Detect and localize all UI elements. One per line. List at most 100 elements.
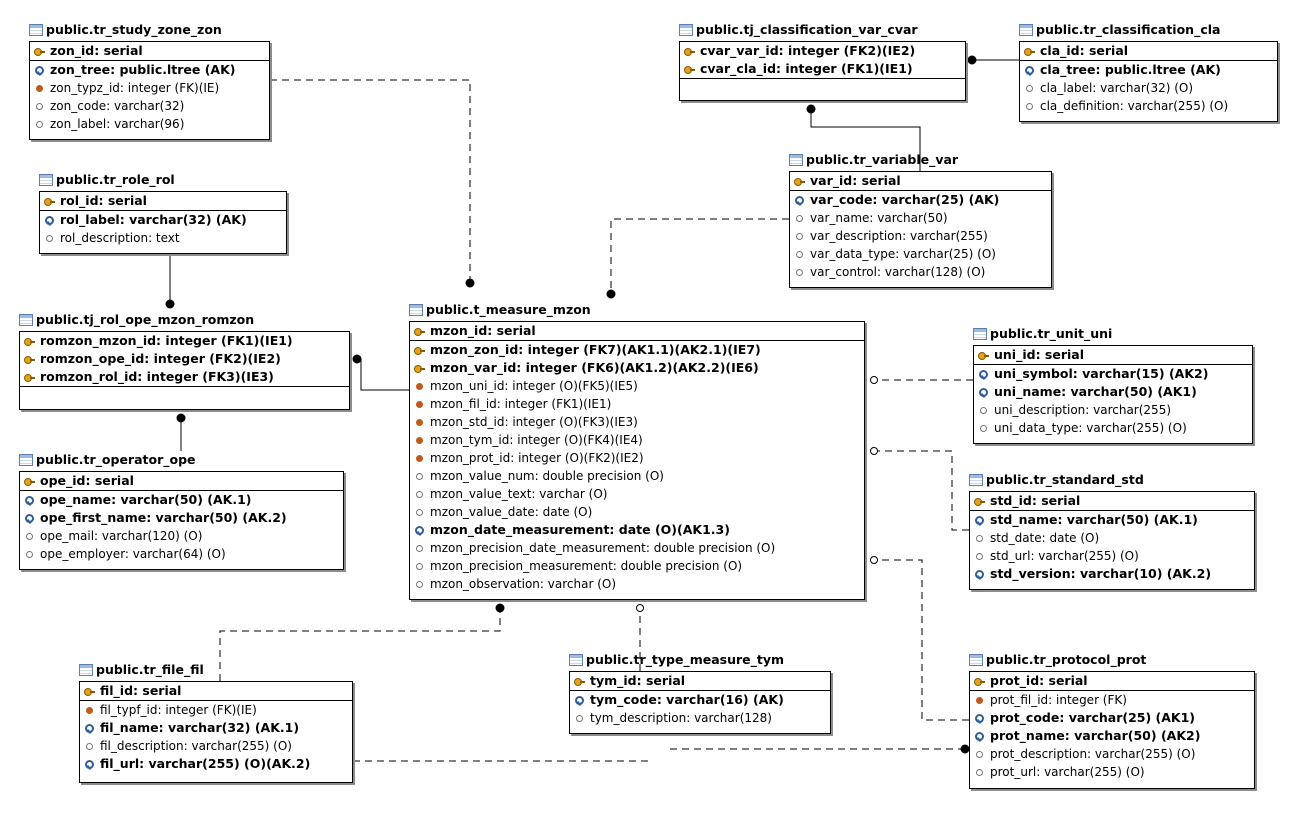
column-row: tym_description: varchar(128) <box>570 709 830 727</box>
column-text: fil_url: varchar(255) (O)(AK.2) <box>100 756 311 771</box>
column-row: mzon_observation: varchar (O) <box>410 575 864 593</box>
table-title: public.tr_standard_std <box>969 471 1144 489</box>
table-icon <box>19 454 33 466</box>
column-text: std_name: varchar(50) (AK.1) <box>990 512 1198 527</box>
column-row: fil_description: varchar(255) (O) <box>80 737 352 755</box>
primary-key-icon <box>34 46 45 57</box>
table-title: public.tr_operator_ope <box>19 451 196 469</box>
column-text: fil_description: varchar(255) (O) <box>100 739 292 753</box>
primary-key-icon <box>414 363 425 374</box>
cardinality-dot <box>495 603 505 613</box>
column-row: var_name: varchar(50) <box>790 209 1051 227</box>
table-icon <box>679 24 693 36</box>
table-title: public.tr_unit_uni <box>973 325 1112 343</box>
relationship-line <box>219 608 501 681</box>
relationship-line <box>270 79 471 283</box>
column-text: mzon_id: serial <box>430 323 536 338</box>
alternate-key-icon <box>34 65 45 76</box>
column-row: var_code: varchar(25) (AK) <box>790 191 1051 209</box>
cardinality-circle <box>870 447 878 455</box>
attribute-icon <box>794 249 805 260</box>
primary-key-icon <box>978 350 989 361</box>
table-icon <box>1019 24 1033 36</box>
primary-key-icon <box>24 372 35 383</box>
table-title: public.tj_rol_ope_mzon_romzon <box>19 311 254 329</box>
column-row: tym_id: serial <box>570 672 830 691</box>
column-row: uni_name: varchar(50) (AK1) <box>974 383 1252 401</box>
column-row: var_description: varchar(255) <box>790 227 1051 245</box>
attribute-icon <box>978 423 989 434</box>
column-row: cla_id: serial <box>1020 42 1277 61</box>
column-row: var_control: varchar(128) (O) <box>790 263 1051 281</box>
cardinality-dot <box>176 413 186 423</box>
column-row: romzon_mzon_id: integer (FK1)(IE1) <box>20 332 349 350</box>
column-row: mzon_zon_id: integer (FK7)(AK1.1)(AK2.1)… <box>410 341 864 359</box>
column-text: mzon_prot_id: integer (O)(FK2)(IE2) <box>430 451 644 465</box>
attribute-icon <box>414 471 425 482</box>
primary-key-icon <box>974 676 985 687</box>
attribute-icon <box>974 749 985 760</box>
column-row: mzon_value_date: date (O) <box>410 503 864 521</box>
table-romzon[interactable]: public.tj_rol_ope_mzon_romzon romzon_mzon… <box>19 312 350 410</box>
relationship-line <box>610 218 789 294</box>
foreign-key-icon <box>974 695 985 706</box>
cardinality-circle <box>870 376 878 384</box>
column-row: rol_id: serial <box>40 192 286 211</box>
table-title: public.tr_role_rol <box>39 171 175 189</box>
column-row: cvar_var_id: integer (FK2)(IE2) <box>680 42 965 60</box>
column-row: uni_symbol: varchar(15) (AK2) <box>974 365 1252 383</box>
column-text: mzon_observation: varchar (O) <box>430 577 616 591</box>
column-row: mzon_precision_measurement: double preci… <box>410 557 864 575</box>
column-text: mzon_value_date: date (O) <box>430 505 593 519</box>
attribute-icon <box>44 233 55 244</box>
column-text: var_name: varchar(50) <box>810 211 948 225</box>
column-text: zon_typz_id: integer (FK)(IE) <box>50 81 220 95</box>
column-row: prot_id: serial <box>970 672 1254 691</box>
foreign-key-icon <box>414 453 425 464</box>
column-row: cvar_cla_id: integer (FK1)(IE1) <box>680 60 965 79</box>
cardinality-dot <box>606 289 616 299</box>
primary-key-icon <box>684 46 695 57</box>
attribute-icon <box>414 579 425 590</box>
alternate-key-icon <box>974 713 985 724</box>
column-text: fil_id: serial <box>100 683 182 698</box>
attribute-icon <box>1024 83 1035 94</box>
cardinality-dot <box>352 354 362 364</box>
attribute-icon <box>34 119 45 130</box>
column-text: mzon_value_num: double precision (O) <box>430 469 664 483</box>
column-text: zon_code: varchar(32) <box>50 99 185 113</box>
column-text: mzon_std_id: integer (O)(FK3)(IE3) <box>430 415 638 429</box>
column-row: ope_id: serial <box>20 472 343 491</box>
column-row: mzon_uni_id: integer (O)(FK5)(IE5) <box>410 377 864 395</box>
column-row: cla_label: varchar(32) (O) <box>1020 79 1277 97</box>
cardinality-dot <box>165 299 175 309</box>
column-text: var_code: varchar(25) (AK) <box>810 192 1000 207</box>
column-text: romzon_ope_id: integer (FK2)(IE2) <box>40 351 281 366</box>
cardinality-dot <box>960 744 970 754</box>
column-row: ope_employer: varchar(64) (O) <box>20 545 343 563</box>
column-text: uni_description: varchar(255) <box>994 403 1172 417</box>
column-text: uni_symbol: varchar(15) (AK2) <box>994 366 1209 381</box>
column-row: prot_description: varchar(255) (O) <box>970 745 1254 763</box>
table-icon <box>409 304 423 316</box>
column-row: mzon_var_id: integer (FK6)(AK1.2)(AK2.2)… <box>410 359 864 377</box>
column-row: uni_id: serial <box>974 346 1252 365</box>
table-icon <box>569 654 583 666</box>
table-name: public.tr_operator_ope <box>36 452 196 467</box>
